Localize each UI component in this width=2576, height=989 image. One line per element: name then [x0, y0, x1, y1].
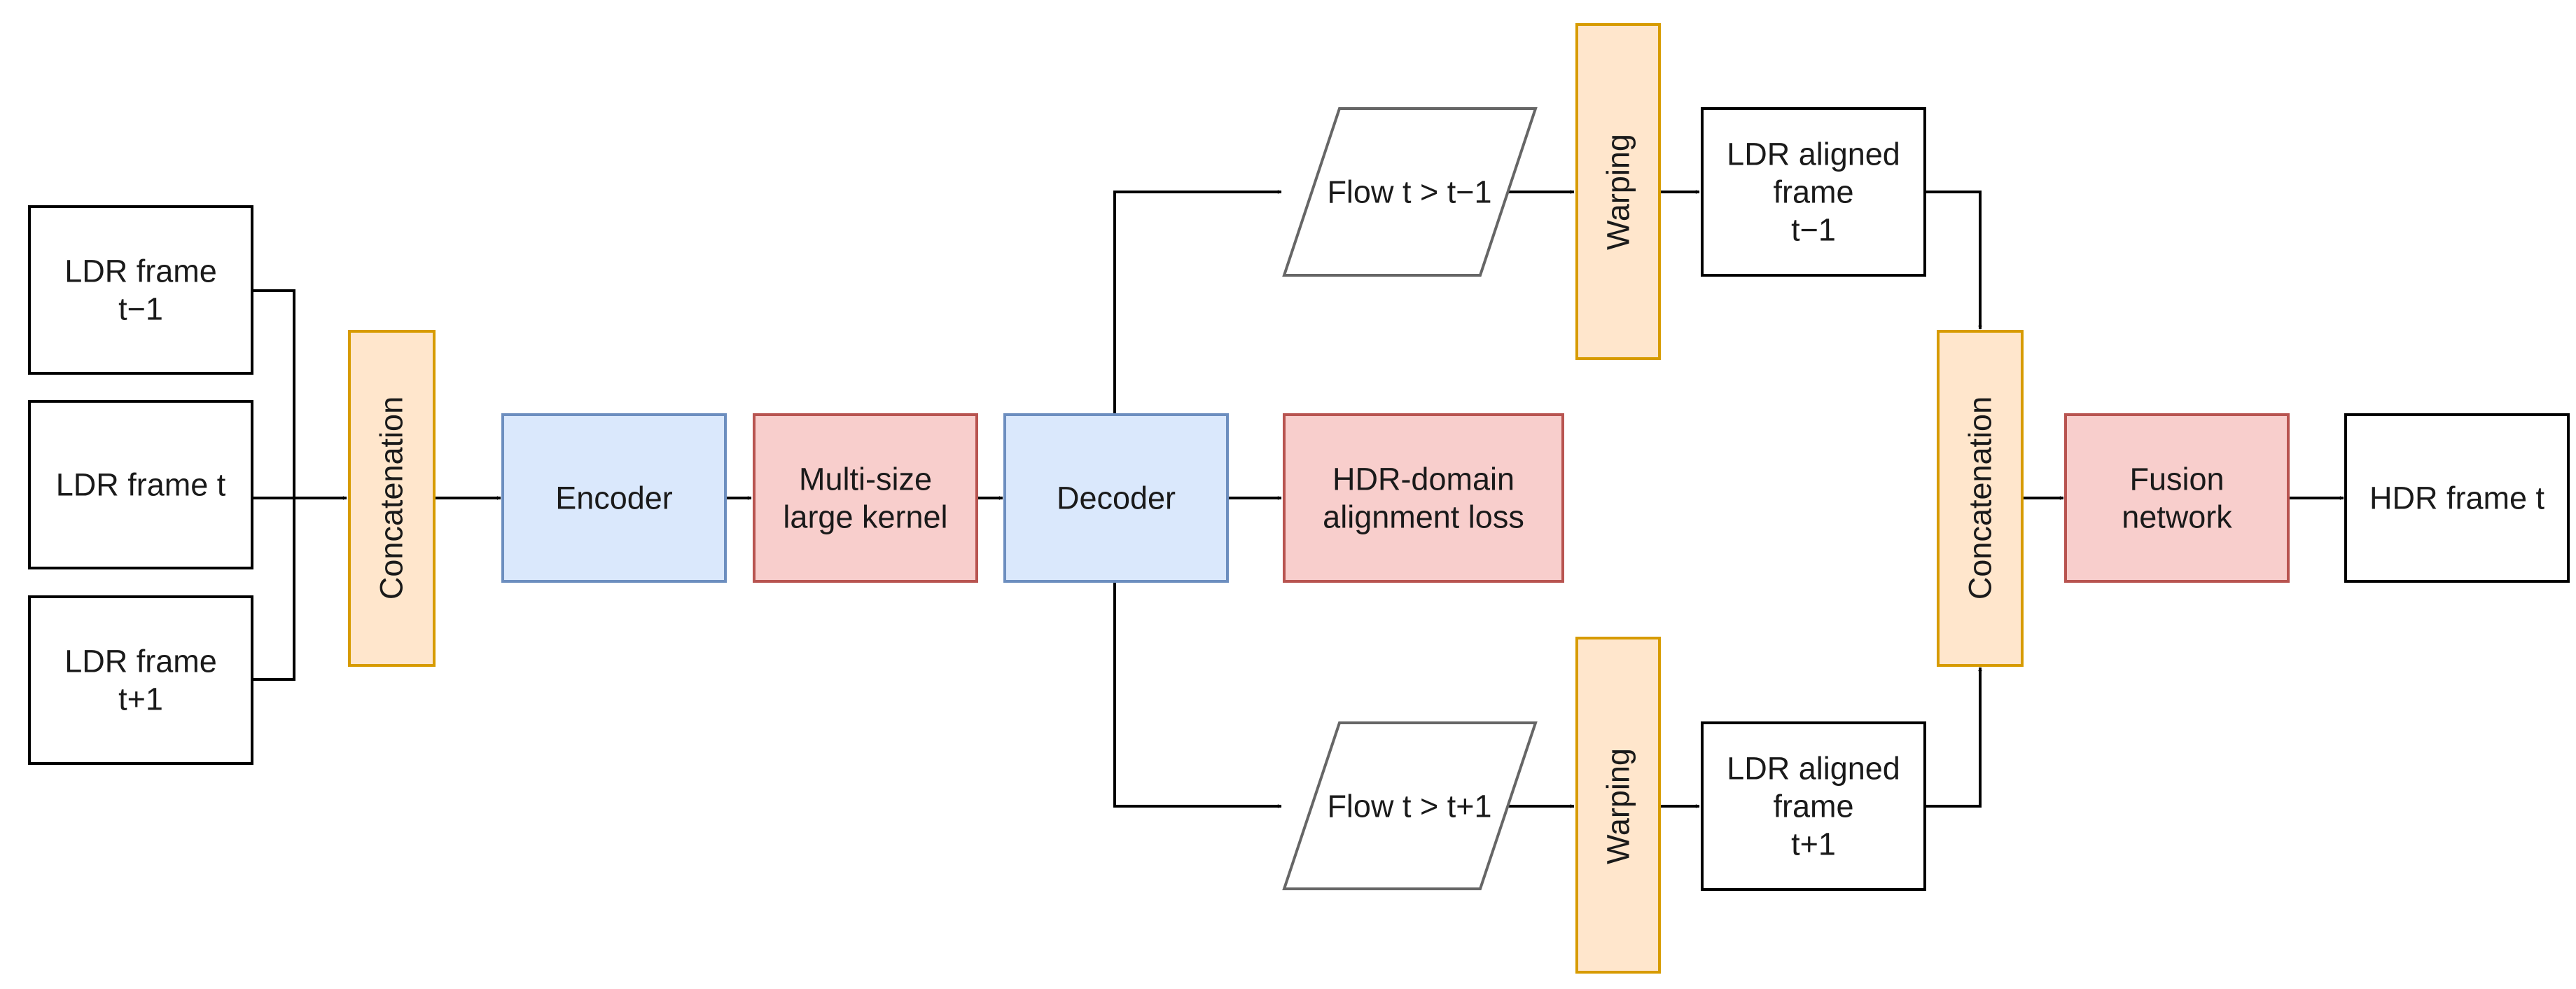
label-line: Decoder — [1057, 480, 1176, 516]
hdr-frame-output-node: HDR frame t — [2344, 413, 2570, 583]
warping-next-label: Warping — [1601, 748, 1636, 864]
label-line: t+1 — [118, 682, 163, 717]
encoder-label: Encoder — [555, 480, 673, 516]
edge-decoder-to-flow-prev — [1113, 190, 1282, 415]
concatenation-output-label: Concatenation — [1963, 396, 1998, 600]
label-line: Concatenation — [1963, 396, 1998, 600]
label-line: alignment loss — [1323, 499, 1524, 535]
decoder-node: Decoder — [1003, 413, 1229, 583]
label-line: LDR aligned — [1727, 137, 1900, 172]
label-line: LDR frame — [64, 644, 217, 679]
decoder-label: Decoder — [1057, 480, 1176, 516]
label-line: LDR frame — [64, 254, 217, 289]
edge-ldr-next-to-concat — [252, 498, 295, 681]
encoder-node: Encoder — [501, 413, 727, 583]
label-line: Fusion — [2129, 462, 2224, 497]
flow-next-node: Flow t > t+1 — [1282, 721, 1538, 890]
label-line: Encoder — [555, 480, 673, 516]
label-line: Multi-size — [799, 462, 932, 497]
hdr-frame-output-label: HDR frame t — [2369, 480, 2545, 516]
edge-ldr-prev-to-concat — [252, 289, 295, 498]
label-line: LDR frame t — [56, 467, 226, 503]
label-line: frame — [1773, 789, 1853, 824]
concatenation-input-label: Concatenation — [374, 396, 410, 600]
ldr-frame-curr-label: LDR frame t — [56, 467, 226, 503]
label-line: t−1 — [1791, 212, 1836, 248]
edge-decoder-to-flow-next — [1113, 583, 1282, 808]
concatenation-output-node: Concatenation — [1937, 330, 2024, 667]
label-line: Concatenation — [374, 396, 410, 600]
warping-prev-label: Warping — [1601, 134, 1636, 250]
label-line: HDR frame t — [2369, 480, 2545, 516]
edges — [252, 190, 2344, 808]
concatenation-input-node: Concatenation — [348, 330, 436, 667]
flow-next-label: Flow t > t+1 — [1327, 789, 1491, 824]
flow-prev-label: Flow t > t−1 — [1327, 174, 1491, 210]
edge-aligned-next-to-concat — [1924, 667, 1982, 808]
label-line: t−1 — [118, 291, 163, 327]
label-line: frame — [1773, 174, 1853, 210]
label-line: large kernel — [783, 499, 947, 535]
flow-prev-node: Flow t > t−1 — [1282, 107, 1538, 277]
label-line: Flow t > t+1 — [1327, 789, 1491, 824]
label-line: Warping — [1601, 134, 1636, 250]
warping-next-node: Warping — [1575, 637, 1661, 974]
label-line: t+1 — [1791, 827, 1836, 862]
warping-prev-node: Warping — [1575, 23, 1661, 360]
edge-aligned-prev-to-concat — [1924, 191, 1982, 330]
label-line: HDR-domain — [1332, 462, 1515, 497]
label-line: network — [2122, 499, 2232, 535]
ldr-frame-curr-node: LDR frame t — [28, 400, 253, 569]
label-line: Flow t > t−1 — [1327, 174, 1491, 210]
label-line: LDR aligned — [1727, 751, 1900, 787]
label-line: Warping — [1601, 748, 1636, 864]
